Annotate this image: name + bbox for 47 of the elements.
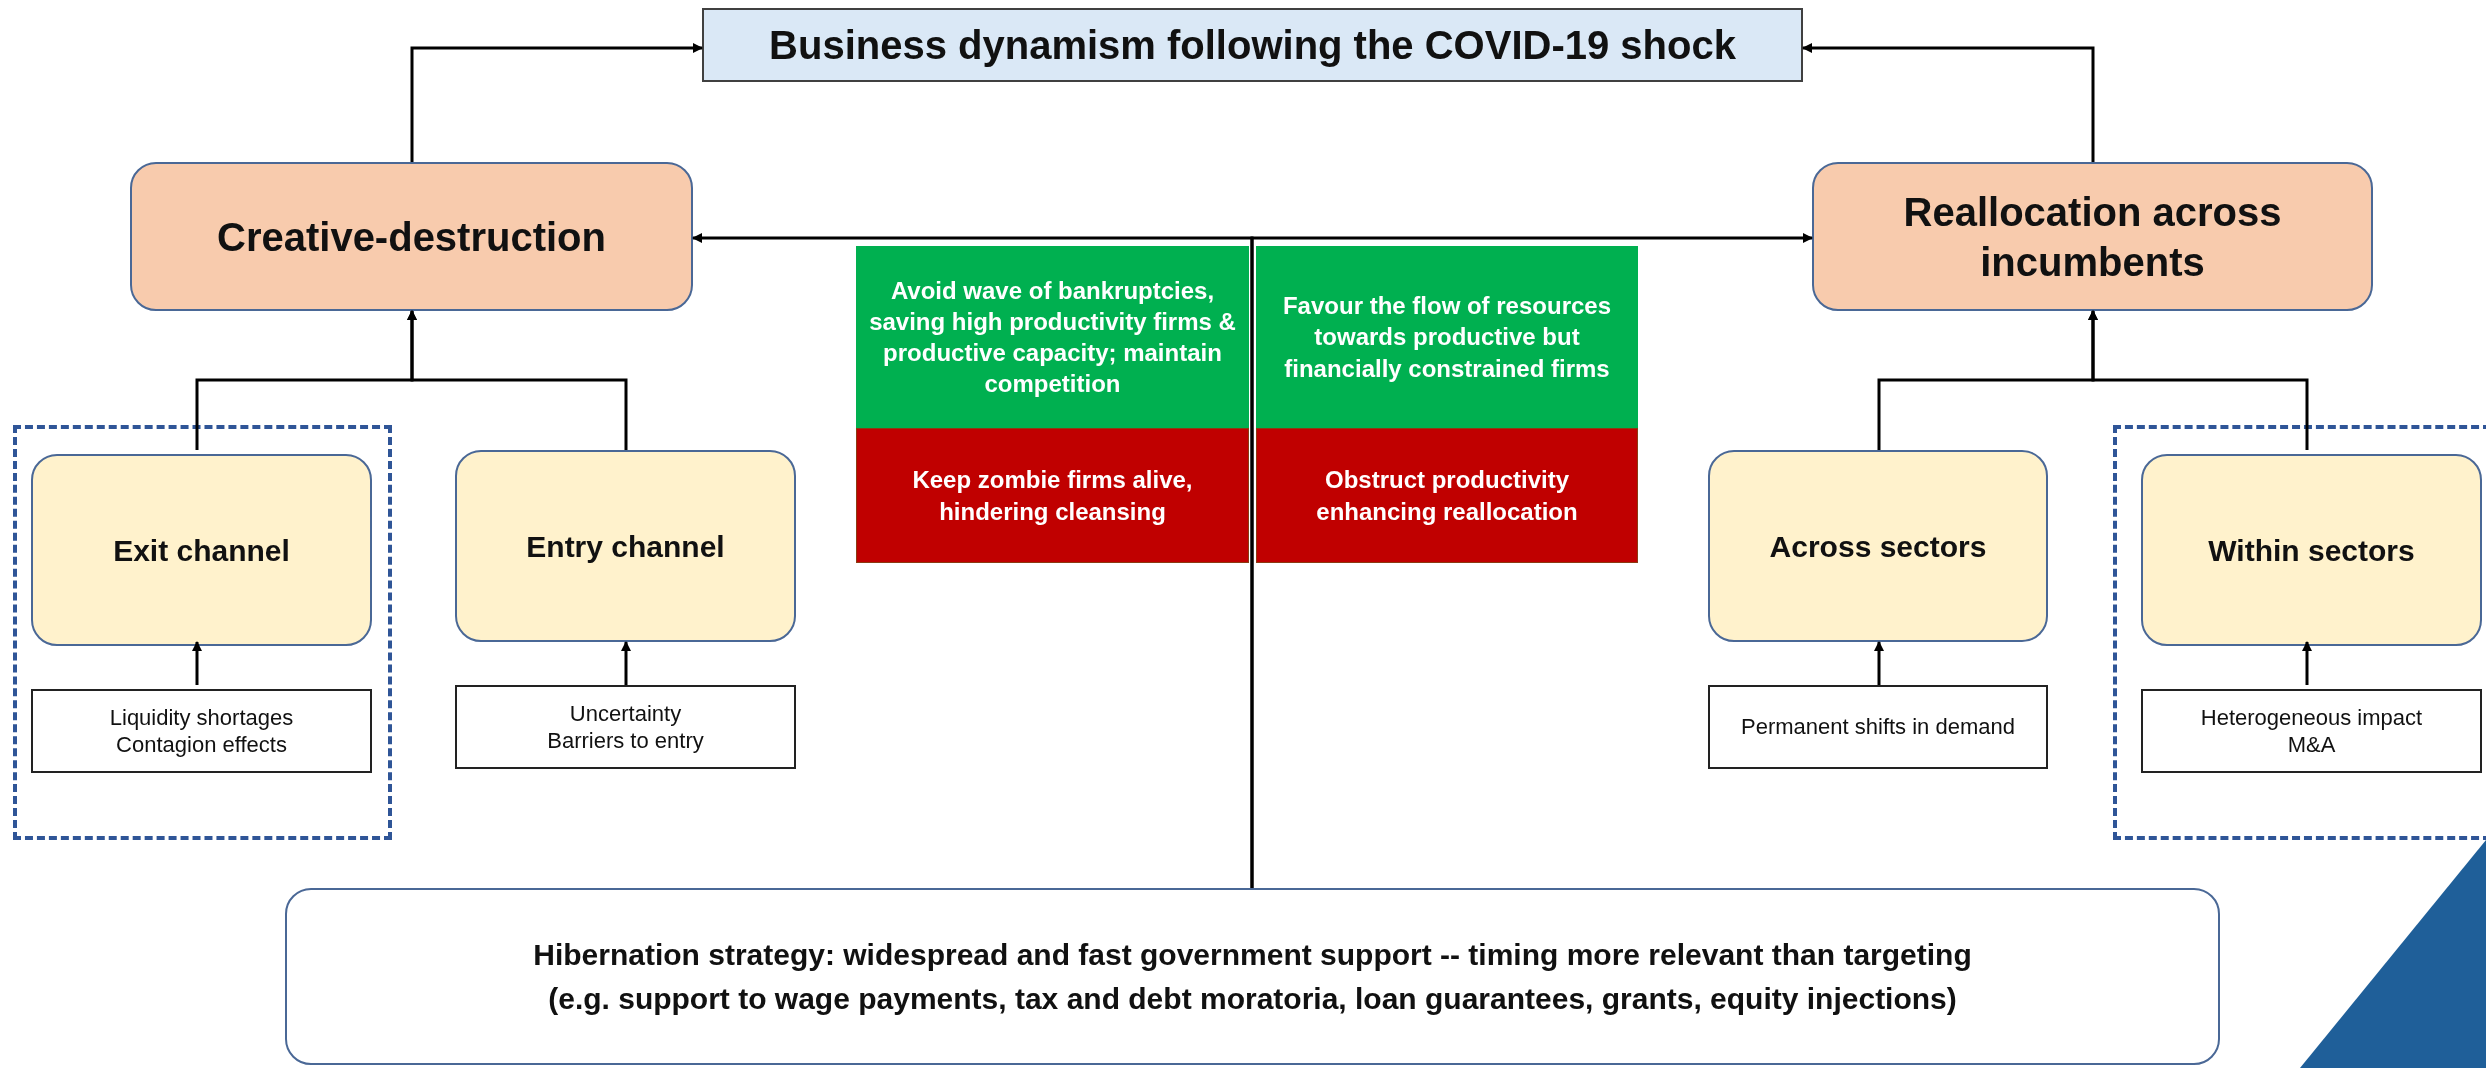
arrow <box>2088 310 2309 450</box>
effect-box <box>1256 246 1638 428</box>
dashed-group-box <box>2113 425 2486 840</box>
box-text: Liquidity shortages <box>109 703 294 731</box>
box-text: Within sectors <box>2208 532 2415 569</box>
channel-box <box>455 450 796 642</box>
factor-box <box>1708 685 2048 769</box>
category-box <box>130 162 693 311</box>
effect-box <box>856 246 1249 428</box>
title-box <box>702 8 1803 82</box>
box-text: Heterogeneous impact <box>2200 703 2423 731</box>
factor-box <box>2141 689 2482 773</box>
box-text: Exit channel <box>113 532 290 569</box>
box-text: Contagion effects <box>116 731 287 759</box>
strategy-box <box>285 888 2220 1065</box>
box-text: Favour the flow of resources towards productive but financially constrained firms <box>1281 291 1613 384</box>
box-text: Permanent shifts in demand <box>1741 713 2015 741</box>
arrow <box>407 310 628 450</box>
box-text: Avoid wave of bankruptcies, saving high productivity firms & productive capacity; maintain competition <box>868 275 1237 400</box>
arrow <box>1874 641 1884 685</box>
arrow <box>410 43 703 162</box>
effect-box <box>1256 428 1638 563</box>
box-text: M&A <box>2287 731 2336 759</box>
box-text: Barriers to entry <box>547 727 704 755</box>
box-text: Obstruct productivity enhancing reallocation <box>1315 465 1579 527</box>
box-text: Uncertainty <box>569 699 682 727</box>
box-text: Reallocation across incumbents <box>1902 188 2283 286</box>
box-text: Hibernation strategy: widespread and fast government support -- timing more relevant than targeting <box>533 937 1972 973</box>
dashed-group-box <box>13 425 392 840</box>
arrow <box>2302 641 2312 685</box>
box-text: Across sectors <box>1769 528 1987 565</box>
arrow <box>1250 233 1813 888</box>
channel-box <box>31 454 372 646</box>
box-text: Creative-destruction <box>217 213 606 261</box>
effect-box <box>856 428 1249 563</box>
box-text: Business dynamism following the COVID-19 shock <box>769 22 1736 69</box>
arrow <box>192 641 202 685</box>
channel-box <box>1708 450 2048 642</box>
box-text: (e.g. support to wage payments, tax and debt moratoria, loan guarantees, grants, equity injections) <box>548 980 1957 1017</box>
category-box <box>1812 162 2373 311</box>
arrow <box>621 641 631 685</box>
box-text: Entry channel <box>526 528 725 565</box>
factor-box <box>455 685 796 769</box>
channel-box <box>2141 454 2482 646</box>
arrow <box>1802 43 2095 162</box>
box-text: Keep zombie firms alive, hindering cleansing <box>911 465 1194 527</box>
factor-box <box>31 689 372 773</box>
